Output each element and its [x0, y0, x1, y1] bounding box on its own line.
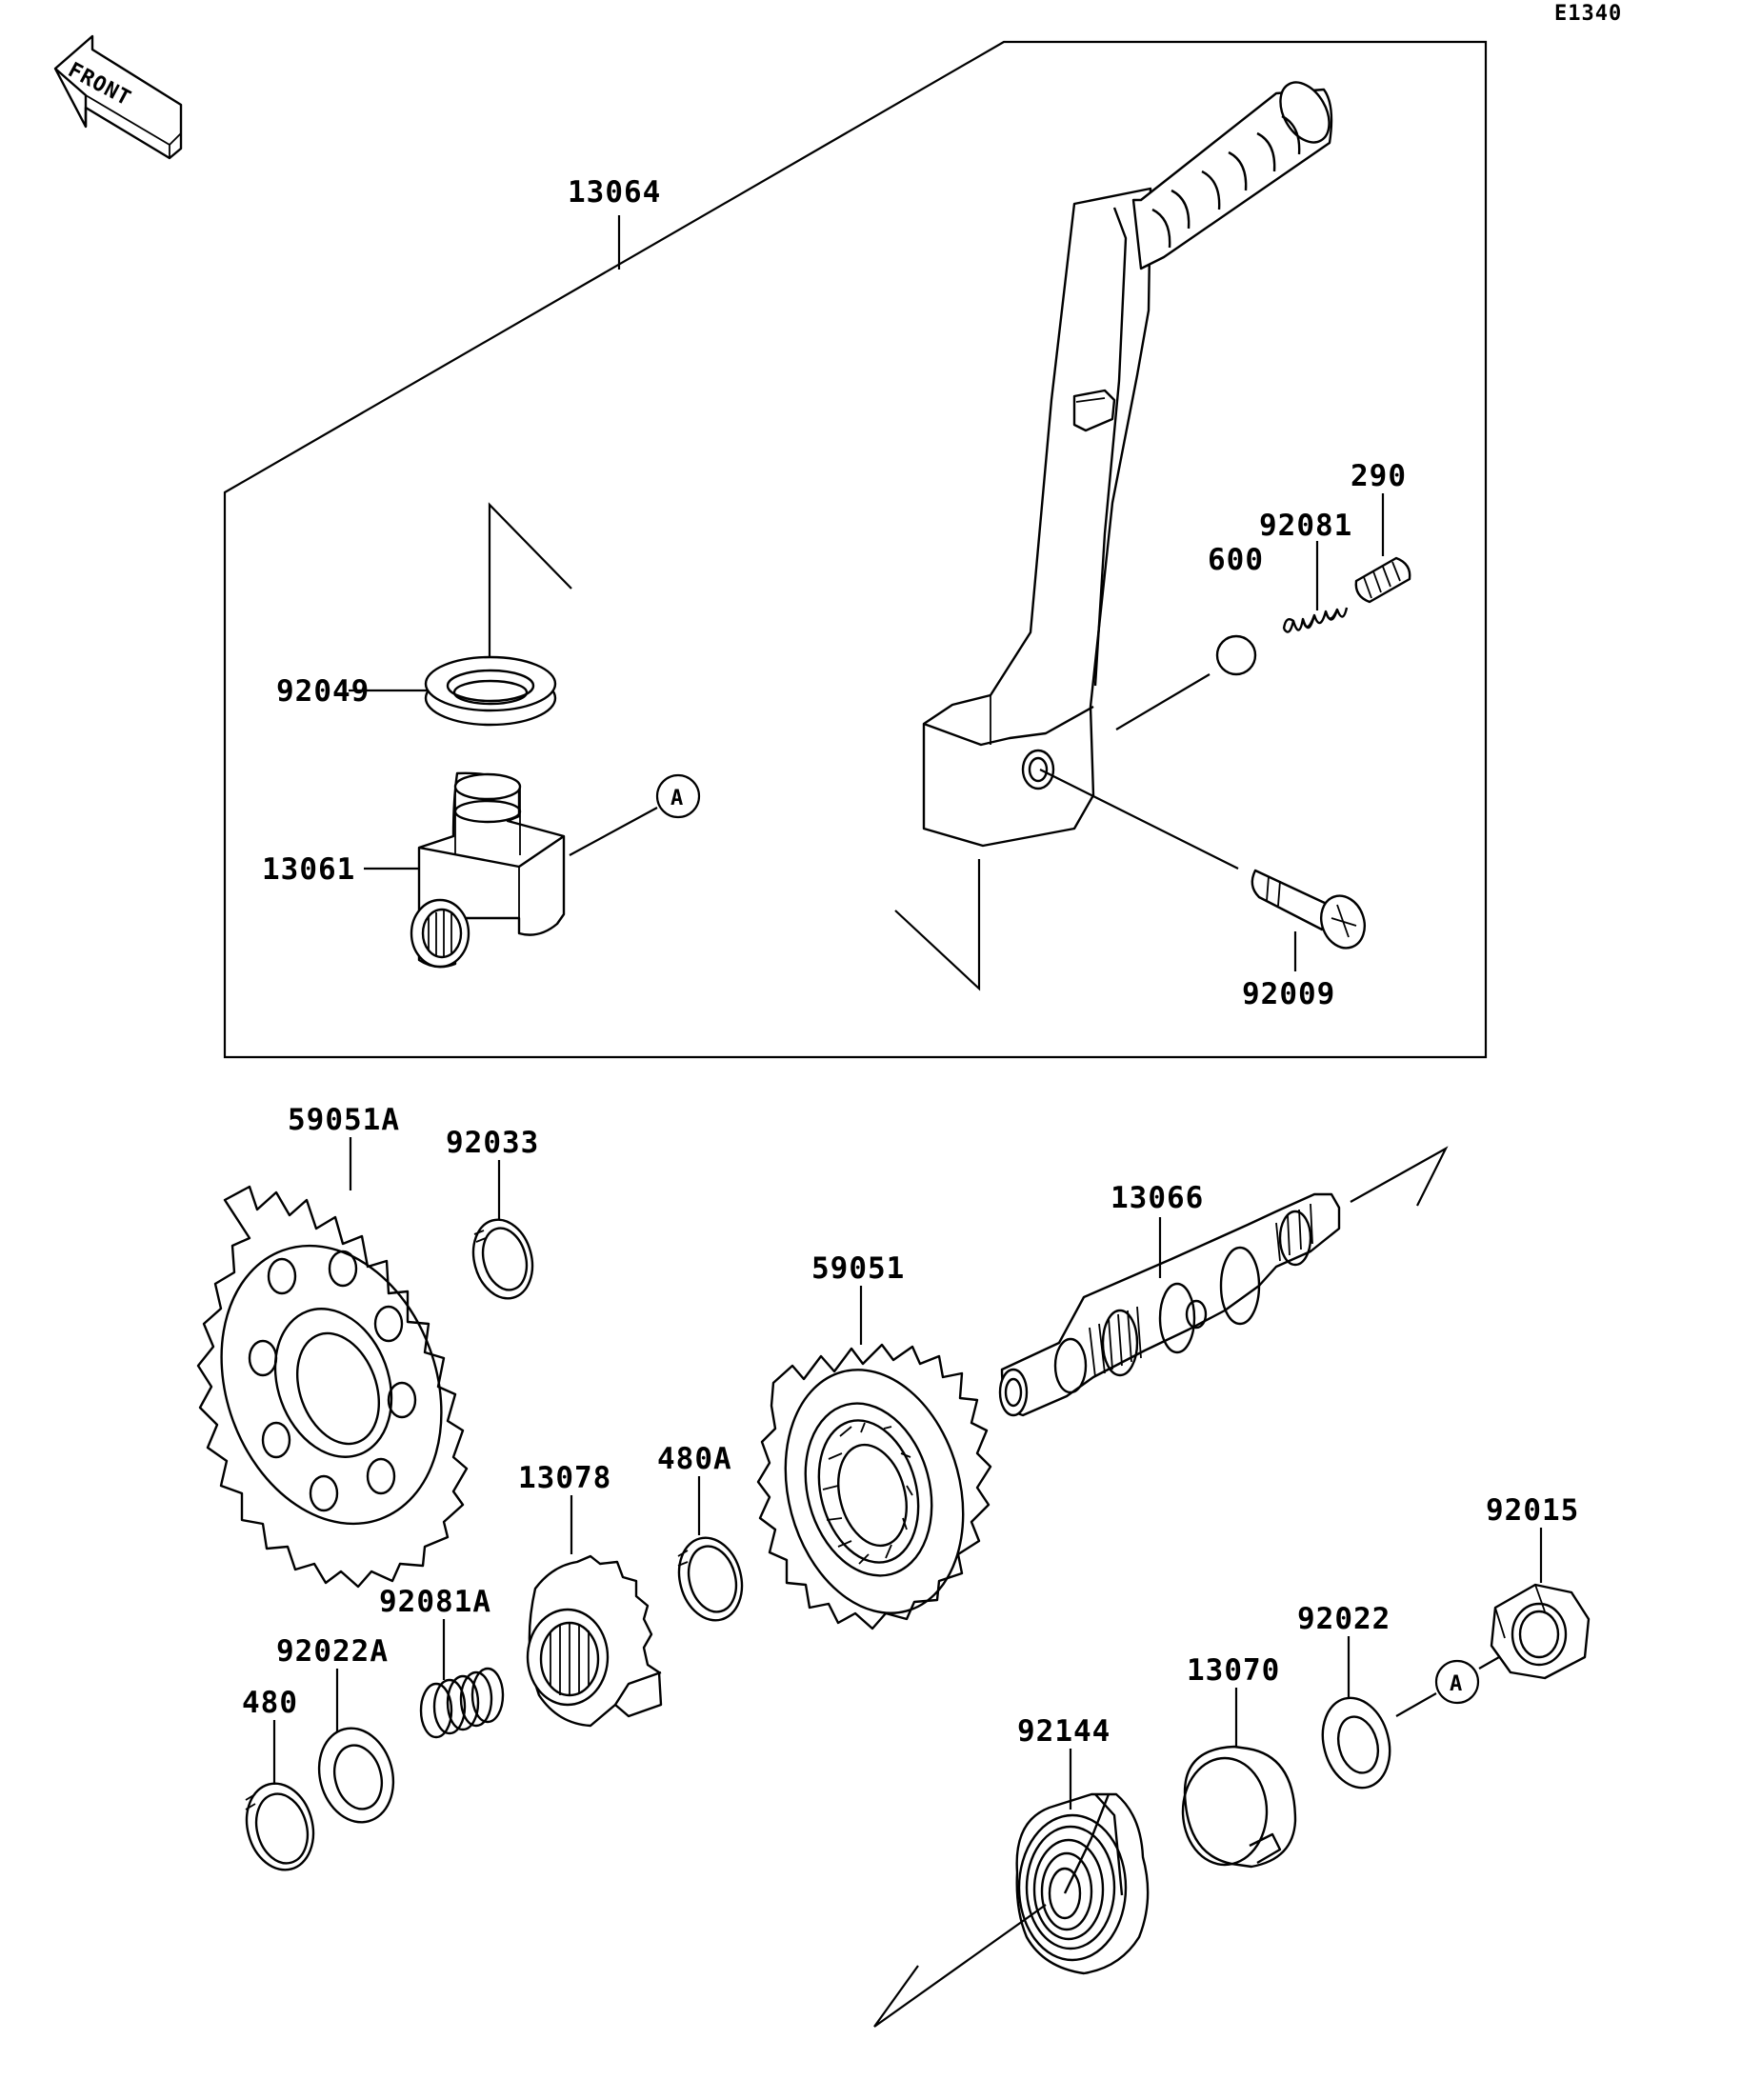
- ball-600: [1215, 634, 1257, 676]
- leader-ref-a-bottom-left: [1395, 1692, 1437, 1717]
- label-92033: 92033: [446, 1126, 539, 1160]
- gear-59051A: [196, 1185, 469, 1589]
- spring-92081: [1282, 607, 1349, 633]
- ratchet-13078: [526, 1554, 663, 1728]
- leader-ref-a-top: [569, 807, 658, 856]
- label-13061: 13061: [262, 852, 355, 887]
- label-13064: 13064: [568, 175, 661, 210]
- oil-seal-92049: [424, 655, 557, 727]
- bolt-axis-line: [1039, 769, 1239, 870]
- plug-290: [1354, 556, 1411, 604]
- kick-boss-13061: [410, 771, 566, 969]
- spring-axis-line: [873, 1904, 1047, 2028]
- shaft-axis-line: [488, 502, 572, 682]
- spring-92081A: [419, 1667, 505, 1739]
- label-480A: 480A: [657, 1442, 732, 1476]
- ref-a-callout-bottom: [1434, 1659, 1480, 1705]
- label-92009: 92009: [1242, 977, 1335, 1011]
- label-600: 600: [1208, 543, 1264, 577]
- label-13078: 13078: [518, 1461, 611, 1495]
- label-13070: 13070: [1187, 1653, 1280, 1688]
- label-13066: 13066: [1111, 1181, 1204, 1215]
- assembly-13064-frame: [223, 40, 1488, 1059]
- ref-a-top-label: A: [670, 787, 684, 810]
- nut-92015: [1490, 1583, 1591, 1680]
- ref-a-callout-top: [655, 773, 701, 819]
- circlip-480A: [677, 1536, 744, 1622]
- pedal-axis-line: [894, 859, 981, 991]
- ref-a-bottom-label: A: [1450, 1672, 1463, 1696]
- circlip-480: [245, 1782, 315, 1871]
- diagram-code: E1340: [1554, 2, 1622, 26]
- washer-92022: [1321, 1696, 1391, 1790]
- label-92049: 92049: [276, 674, 370, 709]
- label-59051: 59051: [811, 1251, 905, 1286]
- front-arrow-icon: FRONT: [53, 34, 183, 160]
- leader-ref-a-bottom-right: [1478, 1656, 1500, 1670]
- gear-59051: [756, 1343, 992, 1630]
- label-92022: 92022: [1297, 1602, 1391, 1636]
- label-59051A: 59051A: [288, 1103, 400, 1137]
- kick-spring-92144: [1015, 1792, 1150, 1975]
- circlip-92033: [471, 1218, 534, 1300]
- bolt-92009: [1251, 869, 1366, 950]
- label-92144: 92144: [1017, 1714, 1111, 1749]
- shaft-end-axis-line: [1350, 1146, 1449, 1207]
- kick-shaft-13066: [998, 1192, 1341, 1417]
- label-92081: 92081: [1259, 509, 1352, 543]
- label-92081A: 92081A: [379, 1585, 491, 1619]
- detent-axis-line: [1115, 673, 1211, 730]
- label-92022A: 92022A: [276, 1634, 389, 1669]
- washer-92022A: [317, 1727, 395, 1824]
- label-92015: 92015: [1486, 1493, 1579, 1528]
- kick-pedal-13064: [922, 81, 1333, 848]
- spring-guide-13070: [1181, 1745, 1297, 1869]
- label-480: 480: [242, 1686, 298, 1720]
- label-290: 290: [1351, 459, 1407, 493]
